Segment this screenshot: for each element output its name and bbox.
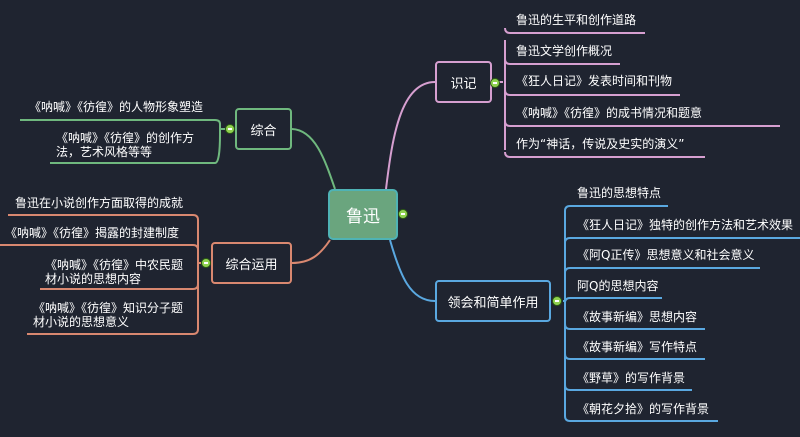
connector-linghui-leaf-3 — [564, 297, 662, 304]
leaf-zonghe-0[interactable]: 《呐喊》《彷徨》的人物形象塑造 — [29, 100, 204, 114]
connector-shiji-leaf-2 — [504, 89, 680, 96]
connector-shiji-leaf-3 — [504, 120, 780, 127]
connector-linghui-leaf-1 — [564, 237, 800, 244]
connector-root-zonghe — [291, 128, 336, 190]
root-collapse-toggle[interactable] — [398, 209, 408, 219]
connector-linghui-leaf-7 — [564, 415, 718, 422]
leaf-linghui-7[interactable]: 《朝花夕拾》的写作背景 — [577, 402, 710, 416]
branch-node-linghui[interactable]: 领会和简单作用 — [435, 280, 551, 322]
leaf-zonghe-1[interactable]: 《呐喊》《彷徨》的创作方法，艺术风格等等 — [56, 131, 195, 159]
leaf-linghui-1[interactable]: 《狂人日记》独特的创作方法和艺术效果 — [577, 218, 794, 232]
leaf-zongheyunyong-1[interactable]: 《呐喊》《彷徨》揭露的封建制度 — [5, 226, 180, 240]
connector-shiji-leaf-4 — [504, 151, 705, 158]
leaf-shiji-0[interactable]: 鲁迅的生平和创作道路 — [516, 13, 637, 27]
leaf-zongheyunyong-2[interactable]: 《呐喊》《彷徨》中农民题材小说的思想内容 — [45, 258, 184, 286]
connector-linghui-leaf-5 — [564, 353, 705, 360]
branch-node-zonghe[interactable]: 综合 — [235, 108, 292, 150]
linghui-collapse-toggle[interactable] — [552, 296, 562, 306]
connector-linghui-leaf-2 — [564, 267, 760, 274]
leaf-shiji-4[interactable]: 作为“神话，传说及史实的演义” — [516, 137, 685, 151]
leaf-zongheyunyong-0[interactable]: 鲁迅在小说创作方面取得的成就 — [15, 196, 184, 210]
leaf-shiji-1[interactable]: 鲁迅文学创作概况 — [516, 44, 613, 58]
leaf-linghui-4[interactable]: 《故事新编》思想内容 — [577, 310, 698, 324]
root-node[interactable]: 鲁迅 — [328, 189, 398, 240]
zongheyunyong-collapse-toggle[interactable] — [201, 258, 211, 268]
connector-zongheyunyong-leaf-3 — [27, 328, 199, 335]
leaf-linghui-5[interactable]: 《故事新编》写作特点 — [577, 340, 698, 354]
leaf-zongheyunyong-3[interactable]: 《呐喊》《彷徨》知识分子题材小说的思想意义 — [33, 301, 184, 329]
leaf-linghui-3[interactable]: 阿Q的思想内容 — [577, 279, 659, 293]
connector-zongheyunyong-leaf-1 — [0, 244, 199, 251]
connector-zonghe-leaf-0 — [20, 119, 221, 125]
leaf-shiji-2[interactable]: 《狂人日记》发表时间和刊物 — [516, 74, 673, 88]
branch-node-shiji[interactable]: 识记 — [435, 61, 492, 103]
leaf-linghui-6[interactable]: 《野草》的写作背景 — [577, 371, 686, 385]
connector-linghui-leaf-0 — [564, 205, 668, 212]
connector-zongheyunyong-leaf-0 — [8, 214, 199, 221]
connector-zonghe-leaf-1 — [50, 133, 221, 164]
connector-root-zongheyunyong — [291, 239, 331, 264]
branch-node-zongheyunyong[interactable]: 综合运用 — [211, 242, 292, 284]
connector-root-shiji — [385, 81, 436, 190]
connector-linghui-leaf-6 — [564, 384, 692, 391]
connector-zongheyunyong-leaf-2 — [40, 283, 199, 290]
shiji-collapse-toggle[interactable] — [490, 78, 500, 88]
connector-shiji-leaf-1 — [504, 58, 620, 65]
connector-root-linghui — [389, 239, 436, 302]
connector-shiji-leaf-0 — [504, 27, 645, 34]
zonghe-collapse-toggle[interactable] — [225, 124, 235, 134]
leaf-linghui-0[interactable]: 鲁迅的思想特点 — [577, 186, 662, 200]
connector-linghui-leaf-4 — [564, 323, 705, 330]
leaf-linghui-2[interactable]: 《阿Q正传》思想意义和社会意义 — [577, 248, 755, 262]
leaf-shiji-3[interactable]: 《呐喊》《彷徨》的成书情况和题意 — [516, 106, 703, 120]
